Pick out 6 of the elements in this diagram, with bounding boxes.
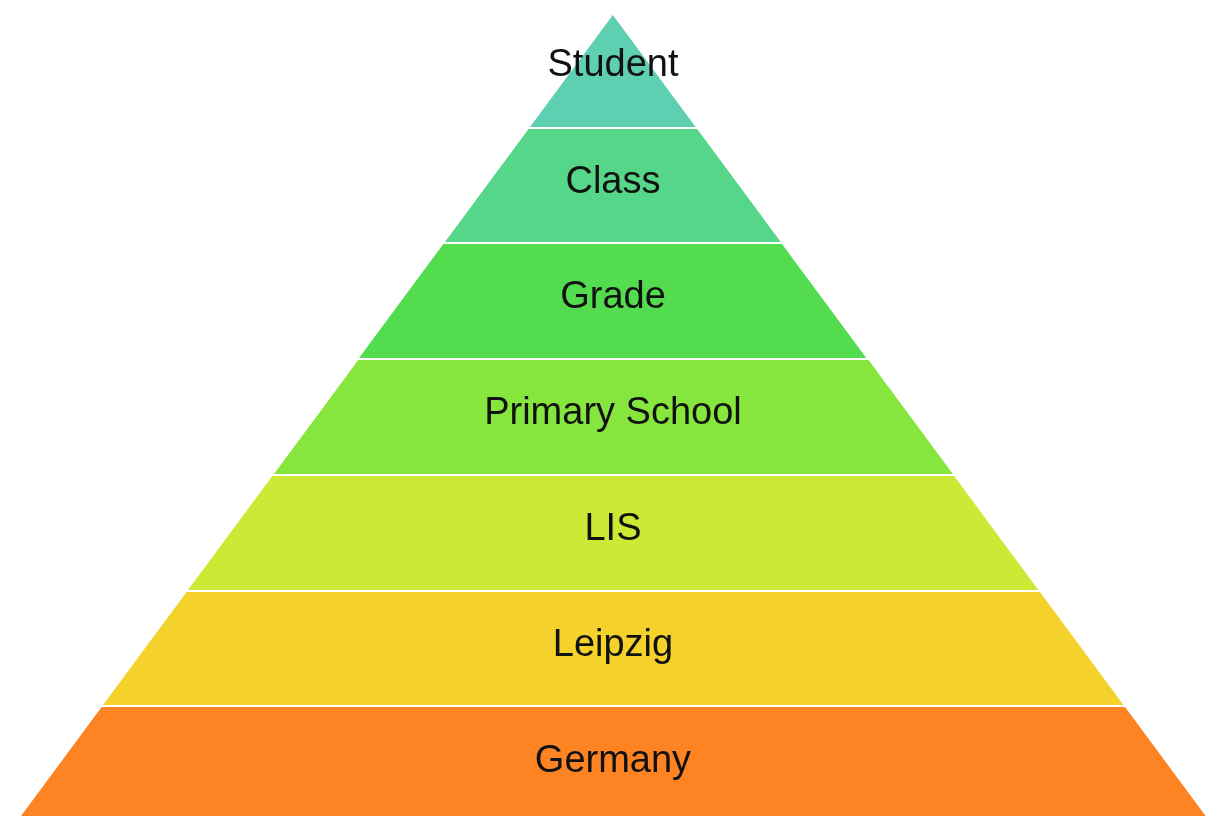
level-label: Primary School	[484, 390, 742, 433]
level-label: Grade	[560, 274, 666, 317]
level-label: Class	[565, 159, 661, 202]
level-label: LIS	[584, 506, 642, 549]
level-label: Germany	[534, 738, 692, 781]
level-label: Leipzig	[552, 622, 674, 665]
